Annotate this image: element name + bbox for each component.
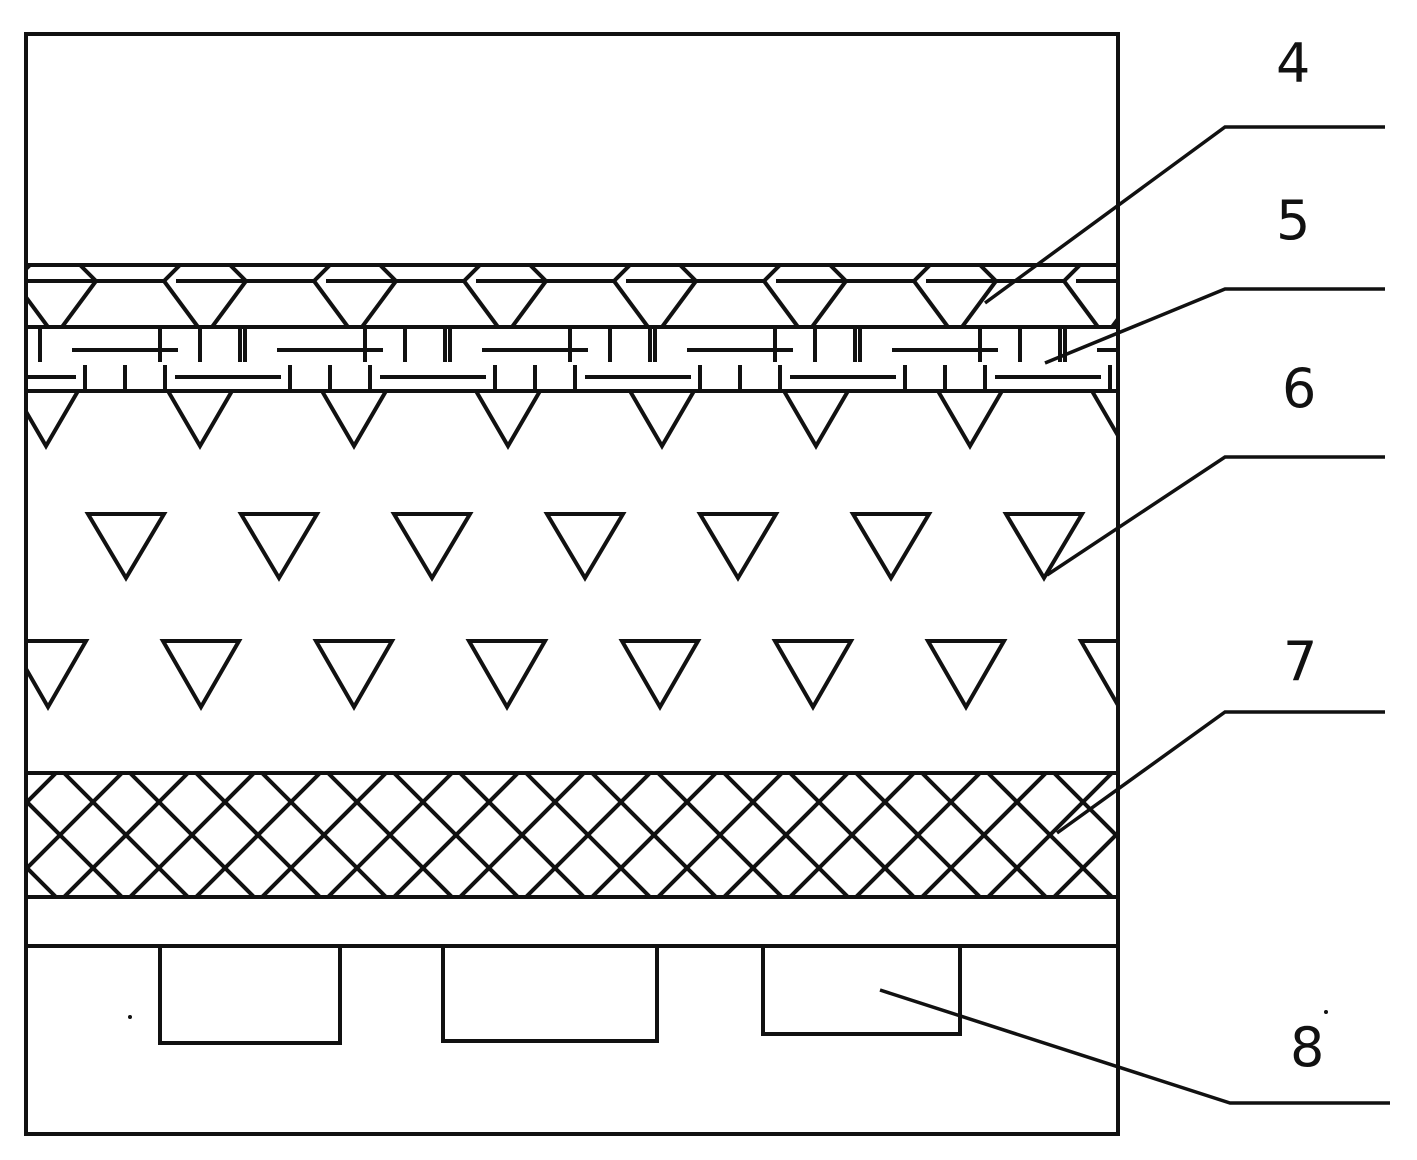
leader-lines bbox=[879, 125, 1390, 1105]
triangle-particle bbox=[237, 512, 321, 582]
hex-edge bbox=[60, 279, 98, 327]
hex-edge bbox=[810, 279, 848, 327]
leader-line-6 bbox=[1046, 455, 1385, 577]
mesh-line bbox=[458, 773, 586, 897]
mesh-line bbox=[854, 773, 982, 897]
base-blocks bbox=[128, 946, 1328, 1045]
mesh-line bbox=[326, 773, 454, 897]
block-3 bbox=[761, 946, 962, 1036]
hexagon-pattern-layer bbox=[26, 265, 1230, 327]
triangle-particle bbox=[312, 639, 396, 712]
hex-edge bbox=[312, 279, 350, 327]
mesh-line bbox=[260, 773, 388, 897]
hex-edge bbox=[162, 279, 200, 327]
leader-line-4 bbox=[983, 125, 1385, 305]
mesh-line bbox=[26, 864, 58, 897]
hex-edge bbox=[510, 279, 548, 327]
mesh-line bbox=[1120, 773, 1244, 897]
hex-cell bbox=[678, 265, 782, 283]
triangle-particle bbox=[543, 512, 627, 582]
triangle-particle bbox=[1089, 391, 1118, 440]
triangle-particle bbox=[1077, 639, 1118, 710]
label-8: 8 bbox=[1290, 1016, 1324, 1079]
triangle-particle bbox=[1159, 514, 1235, 578]
hex-cell bbox=[1130, 265, 1230, 281]
triangle-particle bbox=[473, 391, 543, 450]
label-6: 6 bbox=[1282, 357, 1316, 420]
hex-cell bbox=[528, 265, 632, 283]
mesh-line bbox=[1120, 773, 1244, 897]
hex-cell bbox=[378, 265, 482, 283]
mesh-line bbox=[656, 773, 784, 897]
triangle-particle bbox=[849, 512, 933, 582]
triangle-particle bbox=[26, 639, 90, 712]
speck bbox=[1324, 1010, 1328, 1014]
crosshatch-mesh-layer bbox=[26, 773, 1376, 897]
leader-line-7 bbox=[1055, 710, 1385, 835]
leader-line-5 bbox=[1044, 287, 1385, 365]
label-5: 5 bbox=[1276, 189, 1310, 252]
outer-frame bbox=[24, 32, 1120, 1136]
hex-edge bbox=[26, 293, 50, 327]
hex-edge bbox=[360, 279, 398, 327]
mesh-line bbox=[1252, 773, 1376, 897]
triangle-particle bbox=[165, 391, 235, 450]
mesh-line bbox=[1186, 773, 1310, 897]
hex-edge bbox=[660, 279, 698, 327]
hex-cell bbox=[828, 265, 932, 283]
mesh-line bbox=[128, 773, 256, 897]
label-4: 4 bbox=[1276, 32, 1310, 95]
block-2 bbox=[441, 946, 659, 1043]
triangle-particle bbox=[319, 391, 389, 450]
triangle-particle bbox=[935, 391, 1005, 450]
label-7: 7 bbox=[1283, 630, 1317, 693]
leader-line-8 bbox=[879, 988, 1390, 1105]
mesh-line bbox=[392, 773, 520, 897]
mesh-line bbox=[722, 773, 850, 897]
hex-cell bbox=[228, 265, 332, 283]
triangle-particle bbox=[26, 391, 81, 450]
mesh-line bbox=[986, 773, 1114, 897]
hex-edge bbox=[210, 279, 248, 327]
mesh-line bbox=[194, 773, 322, 897]
triangle-particle bbox=[696, 512, 780, 582]
hex-edge bbox=[960, 279, 998, 327]
mesh-line bbox=[1052, 830, 1118, 897]
mesh-line bbox=[26, 773, 58, 806]
triangle-particle bbox=[618, 639, 702, 712]
tick-pattern-layer bbox=[26, 327, 1118, 391]
triangle-particle bbox=[1002, 512, 1086, 582]
hex-edge bbox=[912, 279, 950, 327]
mesh-line bbox=[62, 773, 190, 897]
triangle-particle bbox=[627, 391, 697, 450]
hex-edge bbox=[462, 279, 500, 327]
triangle-particle bbox=[771, 639, 855, 712]
layer-boundaries bbox=[26, 263, 1118, 948]
triangle-particle-layer bbox=[26, 391, 1235, 712]
mesh-line bbox=[788, 773, 916, 897]
triangle-particle bbox=[84, 512, 168, 582]
hex-cell bbox=[78, 265, 182, 283]
mesh-line bbox=[920, 773, 1048, 897]
block-1 bbox=[158, 946, 342, 1045]
mesh-line bbox=[524, 773, 652, 897]
triangle-particle bbox=[465, 639, 549, 712]
hex-edge bbox=[612, 279, 650, 327]
hex-edge bbox=[1062, 279, 1100, 327]
triangle-particle bbox=[390, 512, 474, 582]
hex-cell bbox=[978, 265, 1082, 283]
triangle-particle bbox=[924, 639, 1008, 712]
hex-edge bbox=[762, 279, 800, 327]
mesh-line bbox=[26, 773, 124, 872]
mesh-line bbox=[1186, 773, 1310, 897]
mesh-line bbox=[1252, 773, 1376, 897]
triangle-particle bbox=[159, 639, 243, 712]
mesh-line bbox=[590, 773, 718, 897]
hex-edge bbox=[1110, 315, 1118, 327]
speck bbox=[128, 1015, 132, 1019]
triangle-particle bbox=[781, 391, 851, 450]
